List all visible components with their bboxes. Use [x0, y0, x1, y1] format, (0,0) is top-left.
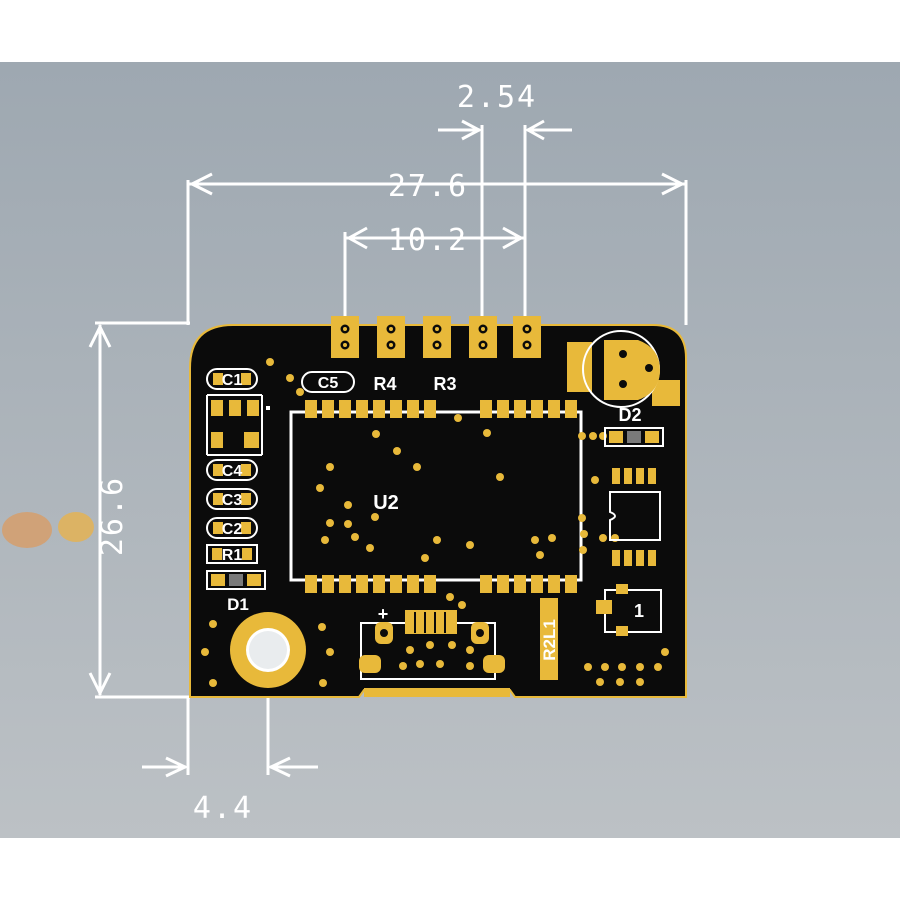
- dim-board-width-label: 27.6: [388, 169, 468, 204]
- edge-marker-left: [2, 512, 52, 548]
- dim-hole-offset-label: 4.4: [193, 791, 253, 826]
- left-components: [206, 368, 270, 590]
- label-r2l1: R2L1: [540, 619, 559, 661]
- dim-board-height-label: 26.6: [95, 476, 130, 556]
- top-right-component: [567, 330, 680, 408]
- dim-pin-span-label: 10.2: [388, 223, 468, 258]
- silkscreen-labels: C1 C5 R4 R3 C4 C3 C2 R1 D1 U2 D2 1 + R2L…: [222, 371, 644, 661]
- edge-marker-right: [58, 512, 94, 542]
- header-pins: [331, 316, 541, 358]
- label-c4: C4: [222, 463, 243, 480]
- label-d1: D1: [227, 595, 249, 614]
- mounting-hole: [230, 612, 306, 688]
- u2-pads-bottom: [305, 575, 577, 593]
- label-r4: R4: [373, 374, 396, 394]
- label-c1-top: C1: [222, 372, 243, 389]
- right-components: [540, 427, 664, 680]
- label-u2: U2: [373, 492, 399, 514]
- label-plus: +: [378, 604, 389, 624]
- dimension-lines: [88, 119, 688, 778]
- vias: [201, 358, 669, 687]
- pcb-board: C1 C5 R4 R3 C4 C3 C2 R1 D1 U2 D2 1 + R2L…: [189, 316, 687, 698]
- label-r3: R3: [433, 374, 456, 394]
- u2-pads-top: [305, 400, 577, 418]
- label-c5: C5: [318, 375, 339, 392]
- dim-pin-pitch-label: 2.54: [457, 80, 537, 115]
- label-r1: R1: [222, 547, 243, 564]
- label-q1: 1: [634, 601, 644, 621]
- usb-connector: [359, 610, 510, 697]
- label-c3: C3: [222, 492, 243, 509]
- label-d2: D2: [618, 405, 641, 425]
- label-c2: C2: [222, 521, 243, 538]
